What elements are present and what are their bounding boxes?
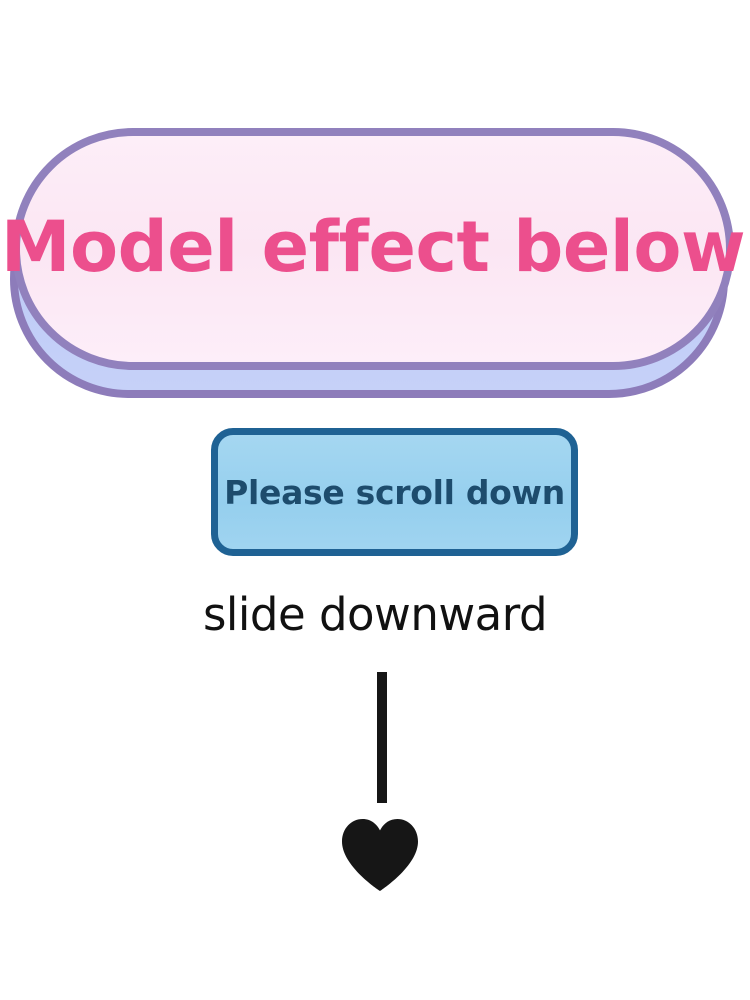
banner-badge: Model effect below xyxy=(1,128,746,402)
slide-downward-caption: slide downward xyxy=(202,588,548,641)
banner-title: Model effect below xyxy=(0,206,746,288)
scroll-down-button-label: Please scroll down xyxy=(224,472,565,512)
banner-front-layer: Model effect below xyxy=(1,128,746,370)
arrow-stem xyxy=(377,672,387,803)
scroll-down-button[interactable]: Please scroll down xyxy=(211,428,578,556)
heart-icon xyxy=(340,818,420,892)
